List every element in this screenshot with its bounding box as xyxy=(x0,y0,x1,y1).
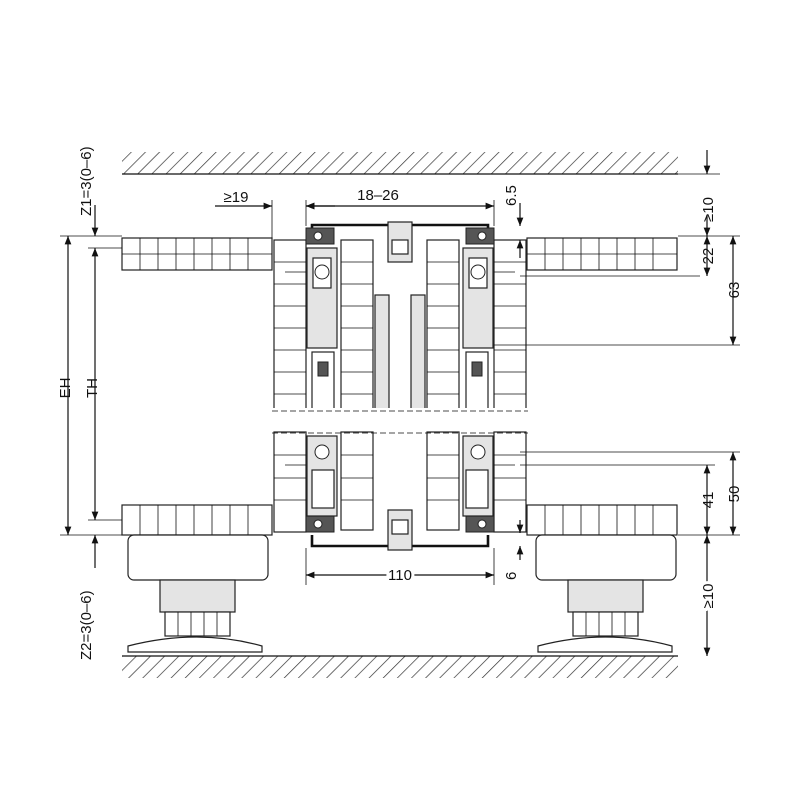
top-panel-left xyxy=(121,237,273,271)
ceiling xyxy=(122,152,678,175)
label-22: 22 xyxy=(700,248,717,265)
center-guide-bottom xyxy=(387,509,413,551)
label-min-10-bottom: ≥10 xyxy=(700,584,717,609)
label-6-5: 6.5 xyxy=(503,185,520,206)
inner-blocks xyxy=(374,294,426,416)
label-z1: Z1=3(0–6) xyxy=(78,146,95,216)
foot-left xyxy=(127,534,269,653)
label-41: 41 xyxy=(700,492,717,509)
bottom-panel-right xyxy=(526,504,678,536)
door-right xyxy=(426,239,460,531)
hardware-right-lower xyxy=(462,435,515,517)
label-eh: EH xyxy=(57,378,74,399)
label-50: 50 xyxy=(726,486,743,503)
side-panel-right xyxy=(493,239,527,533)
label-6: 6 xyxy=(503,572,520,580)
door-left xyxy=(340,239,374,531)
bottom-panel-left xyxy=(121,504,273,536)
label-110: 110 xyxy=(388,567,412,584)
foot-right xyxy=(535,534,677,653)
label-z2: Z2=3(0–6) xyxy=(78,590,95,660)
hardware-left-upper xyxy=(285,247,338,413)
label-63: 63 xyxy=(726,282,743,299)
center-guide-top xyxy=(387,221,413,263)
hardware-right-upper xyxy=(462,247,515,413)
break-line xyxy=(272,408,528,434)
dimension-lines xyxy=(60,150,740,656)
hardware-left-lower xyxy=(285,435,338,517)
floor xyxy=(122,655,678,678)
top-panel-right xyxy=(526,237,678,271)
label-min-10-top: ≥10 xyxy=(700,197,717,222)
side-panel-left xyxy=(273,239,307,533)
label-range-18-26: 18–26 xyxy=(357,187,399,204)
label-min-19: ≥19 xyxy=(224,189,249,206)
label-th: TH xyxy=(84,378,101,398)
